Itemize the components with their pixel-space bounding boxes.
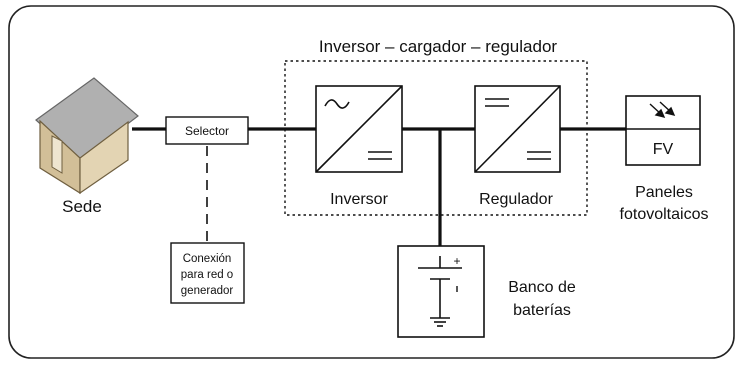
grid-connection-line-2: para red o bbox=[181, 269, 233, 281]
grid-connection-line-1: Conexión bbox=[183, 253, 232, 265]
pv-box-label: FV bbox=[653, 141, 674, 158]
grid-connection-line-3: generador bbox=[181, 285, 234, 297]
house-label: Sede bbox=[62, 197, 102, 216]
grid-connection-box bbox=[170, 242, 245, 304]
pv-caption-line-1: Paneles bbox=[635, 184, 693, 201]
diagram-frame bbox=[8, 5, 735, 359]
pv-panel-box bbox=[625, 95, 701, 166]
battery-plus-sign: + bbox=[453, 254, 460, 268]
pv-caption-line-2: fotovoltaicos bbox=[620, 206, 709, 223]
battery-caption-line-2: baterías bbox=[513, 302, 571, 319]
main-bus bbox=[132, 127, 626, 246]
battery-symbol-icon bbox=[418, 256, 462, 318]
selector-box bbox=[165, 116, 249, 145]
dc-dc-converter-icon bbox=[474, 85, 561, 173]
ground-symbol-icon bbox=[430, 317, 450, 327]
ac-dc-converter-icon bbox=[315, 85, 403, 173]
group-title: Inversor – cargador – regulador bbox=[319, 37, 557, 56]
house-icon bbox=[35, 77, 139, 195]
inverter-charger-group-box bbox=[284, 60, 588, 216]
regulator-label: Regulador bbox=[479, 191, 554, 208]
battery-bank-box bbox=[397, 245, 485, 338]
selector-label: Selector bbox=[185, 124, 229, 138]
battery-caption-line-1: Banco de bbox=[508, 279, 576, 296]
inverter-label: Inversor bbox=[330, 191, 388, 208]
sunlight-arrows-icon bbox=[649, 101, 676, 119]
